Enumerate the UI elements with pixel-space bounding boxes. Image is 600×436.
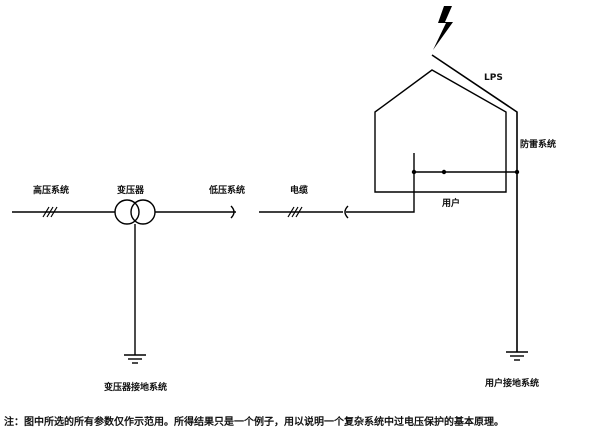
hv-multiphase-marker xyxy=(42,206,58,218)
bonding-node xyxy=(441,169,447,175)
lightning-system-label: 防雷系统 xyxy=(520,138,556,150)
transformer-ground-icon xyxy=(124,354,146,364)
house-outline xyxy=(374,69,507,193)
cable-label: 电缆 xyxy=(290,184,308,196)
transformer-label: 变压器 xyxy=(117,184,145,196)
transformer-coil-right xyxy=(130,199,156,225)
lightning-bolt-icon xyxy=(433,6,453,50)
user-label: 用户 xyxy=(441,197,460,209)
lps-label: LPS xyxy=(484,73,503,83)
user-equipment-bracket xyxy=(346,153,415,213)
transformer-ground-label: 变压器接地系统 xyxy=(104,381,167,393)
bonding-node xyxy=(514,169,520,175)
cable-multiphase-marker xyxy=(287,206,303,218)
user-ground-icon xyxy=(506,351,528,361)
lv-connector xyxy=(230,205,235,219)
footnote: 注：图中所选的所有参数仅作示范用。所得结果只是一个例子，用以说明一个复杂系统中过… xyxy=(4,417,504,428)
cable-connector xyxy=(344,205,349,219)
transformer-coil-left xyxy=(114,199,140,225)
lv-system-label: 低压系统 xyxy=(208,184,245,196)
bonding-node xyxy=(411,169,417,175)
hv-system-label: 高压系统 xyxy=(33,184,69,196)
lps-conductor xyxy=(431,54,518,352)
user-ground-label: 用户接地系统 xyxy=(484,377,539,389)
